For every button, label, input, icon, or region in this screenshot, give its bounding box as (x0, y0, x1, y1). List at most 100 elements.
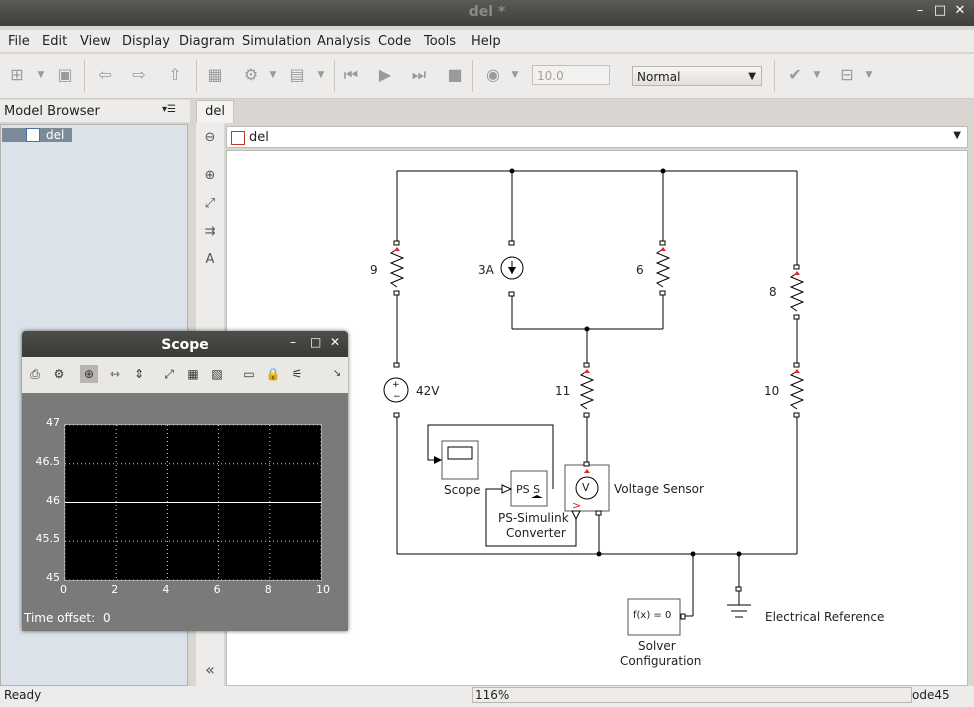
solver-name: ode45 (912, 688, 950, 702)
zoom-y-icon[interactable]: ⇕ (133, 367, 145, 381)
autoscale-icon[interactable]: ⤢ (164, 367, 174, 381)
x-tick-label: 0 (60, 583, 67, 596)
back-icon[interactable]: ⇦ (98, 65, 112, 84)
scope-plot[interactable] (64, 424, 322, 581)
forward-icon[interactable]: ⇨ (132, 65, 146, 84)
time-offset-value: 0 (103, 611, 111, 625)
diagram-canvas[interactable]: > + − 9 3A 6 8 11 10 42V Scope PS S PS-S… (226, 150, 968, 686)
gear-icon[interactable]: ⚙ (53, 367, 65, 381)
restore-axes-icon[interactable]: ▧ (211, 367, 223, 381)
zoom-in-icon[interactable]: ⊕ (80, 365, 98, 383)
model-icon (231, 131, 245, 145)
check-dropdown-icon[interactable]: ▼ (813, 70, 821, 80)
chevron-down-icon: ▼ (748, 71, 756, 82)
save-icon[interactable]: ▣ (57, 65, 73, 84)
print-icon[interactable]: ⎙ (30, 367, 40, 381)
maximize-icon[interactable]: □ (933, 3, 947, 18)
toolbar-overflow-icon[interactable]: ↘ (332, 368, 342, 379)
resistor-6-label: 6 (636, 263, 644, 277)
new-dropdown-icon[interactable]: ▼ (37, 70, 45, 80)
new-model-icon[interactable]: ⊞ (10, 65, 24, 84)
signal-selection-icon[interactable]: ⚟ (291, 367, 303, 381)
converter-label-line1: PS-Simulink (498, 511, 569, 525)
build-icon[interactable]: ⊟ (840, 65, 854, 84)
electrical-reference-label: Electrical Reference (765, 610, 885, 624)
scope-toolbar: ⎙ ⚙ ⊕ ⇿ ⇕ ⤢ ▦ ▧ ▭ 🔒 ⚟ ↘ (22, 357, 348, 393)
check-icon[interactable]: ✔ (788, 65, 802, 84)
tab-del[interactable]: del (196, 100, 234, 123)
record-dropdown-icon[interactable]: ▼ (511, 70, 519, 80)
model-browser-header: Model Browser ▾☰ (0, 100, 190, 122)
menu-edit[interactable]: Edit (42, 34, 68, 49)
panel-menu-icon[interactable]: ▾☰ (162, 104, 176, 115)
up-icon[interactable]: ⇧ (168, 65, 182, 84)
fit-view-icon[interactable]: ⤢ (204, 196, 216, 211)
zoom-x-icon[interactable]: ⇿ (109, 367, 121, 381)
float-icon[interactable]: ▭ (243, 367, 255, 381)
library-browser-icon[interactable]: ▦ (207, 65, 223, 84)
address-bar[interactable]: del ▼ (226, 126, 968, 148)
stop-icon[interactable]: ■ (447, 65, 463, 84)
minimize-icon[interactable]: – (290, 335, 296, 349)
menu-simulation[interactable]: Simulation (242, 34, 312, 49)
menu-diagram[interactable]: Diagram (179, 34, 235, 49)
menu-analysis[interactable]: Analysis (317, 34, 371, 49)
model-explorer-icon[interactable]: ▤ (289, 65, 305, 84)
zoom-icon[interactable]: ⊕ (204, 168, 216, 183)
settings-dropdown-icon[interactable]: ▼ (269, 70, 277, 80)
step-back-icon[interactable]: ⏮ (343, 65, 359, 84)
menu-bar: File Edit View Display Diagram Simulatio… (0, 30, 974, 52)
stop-time-field[interactable]: 10.0 (532, 65, 610, 85)
voltage-sensor-label: Voltage Sensor (614, 482, 704, 496)
zoom-level: 116% (472, 687, 912, 703)
toolbar-divider (774, 60, 775, 92)
resistor-9-label: 9 (370, 263, 378, 277)
y-tick-label: 46.5 (35, 454, 61, 468)
minimize-icon[interactable]: – (916, 3, 924, 18)
current-source-label: 3A (478, 263, 494, 277)
status-text: Ready (4, 688, 42, 702)
menu-view[interactable]: View (80, 34, 111, 49)
solver-glyph: f(x) = 0 (633, 610, 672, 621)
hide-browser-icon[interactable]: ⊖ (204, 130, 216, 145)
toolbar-divider (334, 60, 335, 92)
close-icon[interactable]: ✕ (954, 3, 966, 18)
collapse-icon[interactable]: « (205, 660, 215, 679)
converter-label-line2: Converter (506, 526, 566, 540)
arrow-icon[interactable]: ⇉ (204, 224, 216, 239)
build-dropdown-icon[interactable]: ▼ (865, 70, 873, 80)
save-axes-icon[interactable]: ▦ (187, 367, 199, 381)
tree-item-del[interactable]: del (2, 128, 72, 142)
gear-icon[interactable]: ⚙ (243, 65, 259, 84)
model-browser-title: Model Browser (4, 104, 100, 119)
solver-label-line1: Solver (638, 639, 676, 653)
menu-tools[interactable]: Tools (424, 34, 457, 49)
y-tick-label: 47 (46, 416, 60, 429)
tree-item-label: del (46, 128, 65, 142)
record-icon[interactable]: ◉ (486, 65, 500, 84)
solver-label-line2: Configuration (620, 654, 702, 668)
x-tick-label: 8 (264, 583, 272, 596)
chevron-down-icon[interactable]: ▼ (953, 130, 961, 141)
menu-file[interactable]: File (8, 34, 30, 49)
step-forward-icon[interactable]: ⏭ (411, 65, 427, 84)
maximize-icon[interactable]: □ (310, 335, 322, 349)
menu-help[interactable]: Help (471, 34, 501, 49)
annotation-icon[interactable]: A (205, 252, 215, 267)
menu-code[interactable]: Code (378, 34, 412, 49)
scope-block-label: Scope (444, 483, 481, 497)
svg-text:−: − (393, 392, 401, 402)
voltage-source-label: 42V (416, 384, 440, 398)
scope-window: Scope – □ ✕ ⎙ ⚙ ⊕ ⇿ ⇕ ⤢ ▦ ▧ ▭ 🔒 ⚟ ↘ Time… (22, 331, 348, 631)
close-icon[interactable]: ✕ (330, 335, 341, 349)
scope-plot-svg (65, 425, 321, 580)
simulation-mode-value: Normal (637, 70, 681, 84)
time-offset-label: Time offset: (24, 611, 96, 625)
simulation-mode-select[interactable]: Normal ▼ (632, 66, 762, 86)
explorer-dropdown-icon[interactable]: ▼ (317, 70, 325, 80)
lock-icon[interactable]: 🔒 (265, 367, 281, 381)
menu-display[interactable]: Display (122, 34, 170, 49)
svg-text:+: + (392, 380, 400, 390)
run-icon[interactable]: ▶ (378, 65, 392, 84)
scope-titlebar: Scope – □ ✕ (22, 331, 348, 357)
